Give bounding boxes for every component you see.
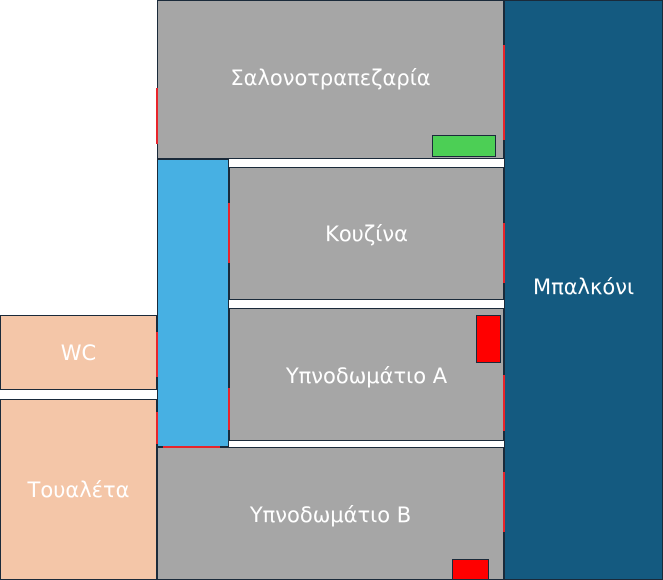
room-label-kitchen: Κουζίνα [325, 221, 408, 246]
room-label-bedroom-a: Υπνοδωμάτιο Α [285, 363, 448, 388]
room-wc[interactable]: WC [0, 315, 157, 390]
room-bedroom-a[interactable]: Υπνοδωμάτιο Α [229, 308, 504, 441]
room-living-dining[interactable]: Σαλονοτραπεζαρία [157, 0, 504, 159]
room-label-living-dining: Σαλονοτραπεζαρία [230, 66, 431, 90]
door-kitchen-corridor [228, 203, 230, 263]
room-label-bedroom-b: Υπνοδωμάτιο Β [249, 502, 412, 527]
door-bedroom-b-corridor [163, 446, 220, 448]
door-kitchen-balcony [503, 223, 505, 283]
green-furniture [432, 135, 496, 157]
red-furniture-bedroom-a [476, 315, 501, 363]
door-bedroom-b-balcony [503, 472, 505, 532]
door-living-balcony [503, 45, 505, 140]
room-bedroom-b[interactable]: Υπνοδωμάτιο Β [157, 447, 504, 580]
room-label-balcony: Μπαλκόνι [532, 275, 635, 299]
room-kitchen[interactable]: Κουζίνα [229, 167, 504, 300]
door-toilet-corridor [156, 412, 158, 444]
door-wc-corridor [156, 332, 158, 377]
room-corridor[interactable] [157, 159, 229, 447]
room-balcony[interactable]: Μπαλκόνι [504, 0, 663, 580]
room-label-wc: WC [60, 340, 97, 365]
room-label-toilet: Τουαλέτα [27, 477, 130, 502]
red-furniture-bedroom-b [452, 559, 489, 580]
door-living-left [156, 88, 158, 144]
room-toilet[interactable]: Τουαλέτα [0, 399, 157, 580]
door-bedroom-a-corridor [228, 388, 230, 430]
door-bedroom-a-balcony [503, 375, 505, 431]
